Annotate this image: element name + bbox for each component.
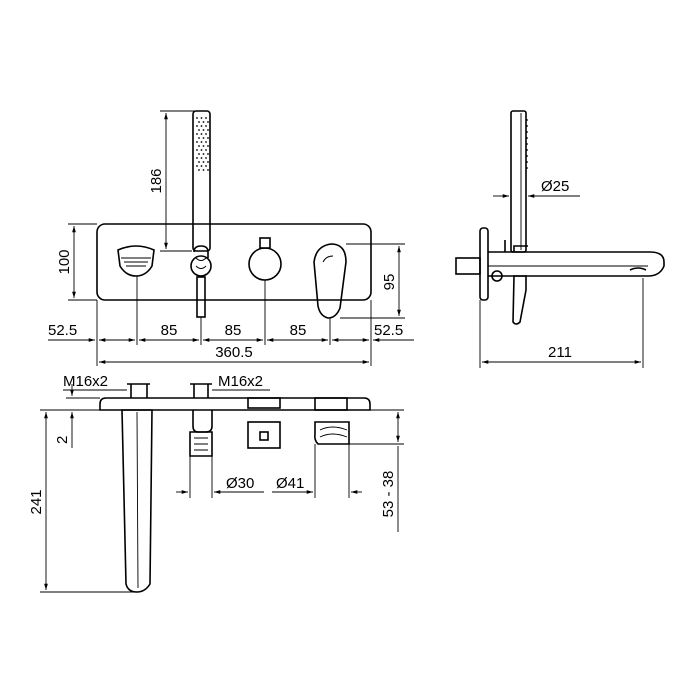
side-view: Ø25 211: [455, 110, 665, 368]
shower-nozzle-dot: [207, 161, 209, 163]
dim-85-b-label: 85: [225, 322, 242, 339]
dim-241-label: 241: [28, 489, 45, 514]
shower-nozzle-dot: [205, 165, 207, 167]
dim-2-label: 2: [54, 436, 71, 444]
dim-dia25-label: Ø25: [541, 178, 569, 195]
dim-211-label: 211: [548, 344, 572, 361]
wall-plate: [96, 223, 372, 301]
mixer-lever: [313, 243, 347, 319]
section-view: M16x2 M16x2 2 241 Ø30 Ø41 53 - 38: [28, 373, 404, 593]
spout-outlet: [117, 245, 155, 277]
shower-nozzle-dot: [200, 157, 203, 159]
dim-52-5-right-label: 52.5: [374, 322, 403, 339]
shower-nozzle-dot: [202, 121, 205, 123]
dim-95-label: 95: [381, 274, 398, 291]
shower-nozzle-dot: [198, 161, 200, 163]
shower-nozzle-dot: [202, 153, 205, 155]
shower-nozzle-dot: [196, 149, 198, 151]
shower-nozzle-dot: [207, 145, 209, 147]
dim-186-label: 186: [148, 168, 165, 193]
hand-shower: [190, 110, 212, 318]
shower-nozzle-dot: [196, 117, 198, 119]
shower-nozzle-dot: [205, 157, 207, 159]
dim-52-5-left-label: 52.5: [48, 322, 77, 339]
shower-nozzle-dot: [196, 157, 198, 159]
shower-nozzle-dot: [198, 169, 200, 171]
shower-nozzle-dot: [205, 125, 207, 127]
shower-nozzle-dot: [207, 137, 209, 139]
shower-nozzle-dot: [196, 141, 198, 143]
shower-nozzle-dot: [198, 153, 200, 155]
shower-nozzle-dot: [200, 125, 203, 127]
shower-nozzle-dot: [202, 129, 205, 131]
dim-dia41-label: Ø41: [276, 475, 304, 492]
thread-left-label: M16x2: [63, 373, 108, 390]
shower-nozzle-dot: [196, 133, 198, 135]
diverter-knob: [248, 237, 282, 281]
shower-nozzle-dot: [198, 129, 200, 131]
shower-nozzle-dot: [202, 161, 205, 163]
front-view: 186 100 95 52.5 85 85 85 52.5 360.5: [48, 110, 414, 366]
shower-nozzle-dot: [207, 169, 209, 171]
dim-53-38-label: 53 - 38: [380, 471, 397, 518]
thread-right-label: M16x2: [218, 373, 263, 390]
shower-nozzle-dot: [205, 133, 207, 135]
shower-nozzle-dot: [202, 137, 205, 139]
shower-nozzle-dot: [205, 149, 207, 151]
side-shower-dots: [526, 119, 528, 169]
shower-nozzle-dot: [207, 121, 209, 123]
dim-dia30-label: Ø30: [226, 475, 254, 492]
shower-nozzle-dot: [198, 137, 200, 139]
shower-nozzle-dot: [207, 129, 209, 131]
dim-360-5-label: 360.5: [215, 344, 253, 361]
shower-nozzle-dot: [196, 125, 198, 127]
shower-nozzle-dot: [200, 149, 203, 151]
shower-nozzle-dot: [207, 153, 209, 155]
dim-85-a-label: 85: [161, 322, 178, 339]
shower-nozzle-dot: [205, 117, 207, 119]
shower-nozzle-dot: [198, 145, 200, 147]
dim-100-label: 100: [56, 249, 73, 274]
shower-nozzle-dot: [196, 165, 198, 167]
shower-nozzle-dot: [200, 133, 203, 135]
shower-nozzle-dot: [200, 165, 203, 167]
shower-nozzle-dot: [202, 169, 205, 171]
shower-nozzle-dot: [205, 141, 207, 143]
shower-nozzle-dot: [198, 121, 200, 123]
dim-85-c-label: 85: [290, 322, 307, 339]
shower-nozzle-dot: [202, 145, 205, 147]
shower-nozzle-dot: [200, 117, 203, 119]
shower-nozzle-dot: [200, 141, 203, 143]
